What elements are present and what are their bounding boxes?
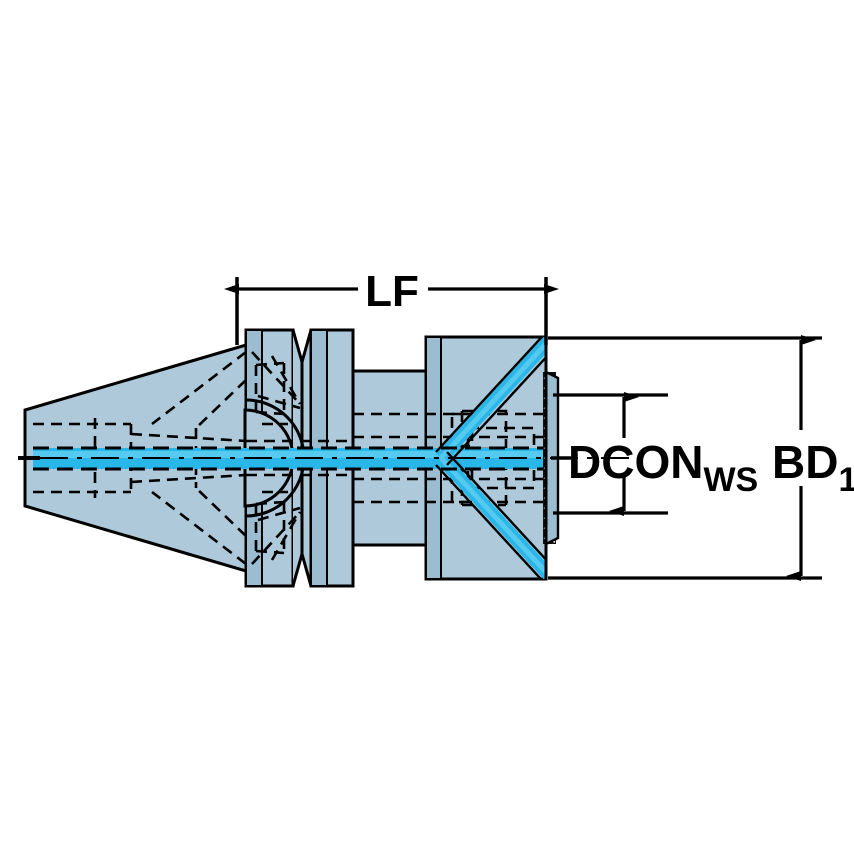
coolant-branch-lower-edges	[435, 451, 546, 586]
hidden-head-reference	[353, 412, 546, 504]
front-face-serration-group	[543, 337, 560, 579]
coolant-branch-upper-edges	[435, 330, 546, 466]
hidden-collar-slot-top	[255, 361, 285, 555]
hidden-pullstud-bore	[33, 422, 133, 494]
lf-label: LF	[365, 267, 419, 316]
coolant-channel-group	[33, 330, 546, 586]
dcon-label-group: DCONWS	[568, 436, 758, 499]
hidden-side-bore-lower	[450, 468, 474, 504]
bd1-label-group: BD1	[772, 436, 854, 499]
dcon-label-main: DCON	[568, 436, 703, 488]
hidden-collar-cone-b	[270, 355, 302, 561]
dimension-bd1: BD1	[548, 335, 854, 581]
hidden-collar-slot-bottom	[255, 410, 285, 506]
hidden-collar-cone-c	[257, 394, 301, 522]
coolant-branch-upper-highlight	[439, 331, 546, 460]
dimension-dcon-ws: DCONWS	[551, 392, 758, 516]
hidden-taper-cone-lower	[195, 379, 247, 537]
coolant-axial-highlight	[33, 451, 546, 458]
coolant-branch-group	[436, 330, 546, 586]
dimension-lf: LF	[224, 267, 559, 345]
dcon-label-subscript: WS	[703, 461, 758, 499]
hidden-collar-thread	[262, 422, 288, 494]
hidden-taper-bore	[130, 432, 247, 484]
coolant-bore-edges	[33, 446, 546, 471]
hidden-taper-cone-upper	[151, 350, 247, 566]
bd1-label-main: BD	[772, 436, 838, 488]
hidden-central-pocket	[466, 426, 536, 490]
hidden-collar-cone-a	[251, 351, 301, 565]
coolant-branch-lower-highlight	[439, 456, 546, 585]
coolant-branch-outlines	[435, 330, 546, 586]
bd1-label-subscript: 1	[838, 461, 854, 499]
